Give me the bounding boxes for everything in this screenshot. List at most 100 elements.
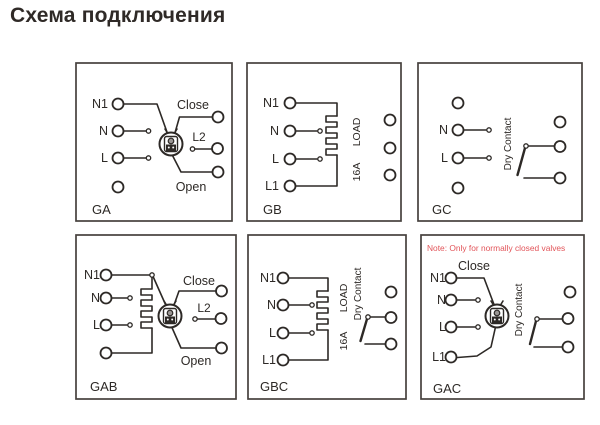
terminal-circle <box>99 318 113 332</box>
wire <box>294 154 338 187</box>
terminal-label-n1: N1 <box>84 268 100 282</box>
terminal-circle <box>99 291 113 305</box>
switch-lever <box>528 319 538 346</box>
l2-label: L2 <box>192 130 206 144</box>
terminal-circle <box>111 97 125 111</box>
terminal-label-n: N <box>91 291 100 305</box>
terminal-circle-close <box>211 110 225 124</box>
note-text: Note: Only for normally closed valves <box>427 243 565 253</box>
terminal-circle <box>283 96 297 110</box>
wires <box>455 277 497 359</box>
actuator-ears <box>490 300 504 306</box>
terminal-label-l: L <box>439 320 446 334</box>
terminals <box>111 97 225 194</box>
terminal-label-n: N <box>437 293 446 307</box>
node-circle <box>486 155 492 161</box>
terminal-circle-open <box>215 341 228 355</box>
actuator-dot <box>493 318 496 321</box>
terminal-circle <box>383 141 397 155</box>
node-circle <box>317 128 323 134</box>
terminal-circle <box>276 353 290 367</box>
actuator-head <box>166 309 174 317</box>
terminal-circle <box>276 298 290 312</box>
actuator-ears <box>163 300 177 306</box>
panel-name: GB <box>263 202 282 217</box>
node-circle <box>127 295 133 301</box>
terminal-label-n: N <box>267 298 276 312</box>
terminal-circle <box>111 180 125 194</box>
terminals <box>99 268 228 360</box>
load-resistor-symbol <box>140 276 153 329</box>
node-circle <box>189 146 196 152</box>
dry-contact-label: Dry Contact <box>353 267 364 320</box>
wire-open <box>171 153 214 173</box>
terminal-label-l1: L1 <box>432 350 446 364</box>
actuator-frame <box>162 307 178 325</box>
dry-contact-switch <box>528 285 577 354</box>
panel-gc: N L Dry Contact GC <box>417 62 583 222</box>
actuator-base <box>492 316 502 323</box>
load-resistor-symbol <box>325 115 338 156</box>
wire <box>122 103 169 135</box>
actuator-ears <box>164 128 178 134</box>
amp-label: 16A <box>351 163 363 182</box>
actuator-base <box>165 316 175 323</box>
node-circle <box>309 330 315 336</box>
wire-open <box>456 326 497 359</box>
node-circle <box>317 156 323 162</box>
panel-border <box>75 62 233 222</box>
node-circle <box>145 155 152 161</box>
switch-pivot <box>534 316 540 322</box>
wires <box>287 277 329 361</box>
terminal-label-n1: N1 <box>263 96 279 110</box>
terminal-circle <box>283 179 297 193</box>
actuator-frame <box>489 307 505 325</box>
terminal-circle <box>444 320 458 334</box>
terminal-label-n: N <box>439 123 448 137</box>
panel-name: GC <box>432 202 452 217</box>
dry-contact-switch <box>516 115 567 185</box>
wires <box>294 102 338 187</box>
panel-name: GAC <box>433 381 461 396</box>
valve-actuator-icon <box>484 300 510 329</box>
left-terminal-labels: N1 N L <box>92 97 108 165</box>
valve-actuator-icon <box>158 128 184 157</box>
terminal-circle <box>99 268 113 282</box>
terminal-label-n1: N1 <box>260 271 276 285</box>
wire <box>287 329 329 361</box>
wires <box>122 103 214 173</box>
terminal-circle <box>451 123 465 137</box>
open-label: Open <box>176 180 207 194</box>
close-label: Close <box>458 259 490 273</box>
terminal-circle <box>561 312 575 325</box>
terminals <box>276 271 315 367</box>
close-label: Close <box>183 274 215 288</box>
panel-border <box>75 234 237 400</box>
node-circle <box>309 302 315 308</box>
wire-close <box>173 116 214 136</box>
node-circle <box>127 322 133 328</box>
terminals <box>444 271 481 364</box>
terminal-circle <box>561 340 575 354</box>
left-terminal-labels: N L <box>439 123 448 165</box>
terminal-label-l: L <box>101 151 108 165</box>
left-terminal-labels: N1 N L L1 <box>260 271 276 367</box>
wires <box>462 129 487 159</box>
terminal-circle <box>111 151 125 165</box>
wire <box>110 327 153 354</box>
terminal-circle-open <box>211 165 225 179</box>
terminal-label-l: L <box>93 318 100 332</box>
switch-pivot <box>523 143 529 149</box>
load-resistor-symbol <box>316 290 329 331</box>
terminal-circle-l2 <box>214 312 228 325</box>
panel-border <box>417 62 583 222</box>
terminal-circle <box>384 285 398 299</box>
node-circle <box>475 297 481 303</box>
panel-gac: Note: Only for normally closed valves N1… <box>420 234 585 400</box>
switch-lever <box>516 146 527 177</box>
wire-close <box>455 277 495 306</box>
amp-label: 16A <box>338 332 350 351</box>
actuator-head <box>493 309 501 317</box>
node-circle <box>192 316 198 322</box>
terminal-circle <box>553 140 567 153</box>
